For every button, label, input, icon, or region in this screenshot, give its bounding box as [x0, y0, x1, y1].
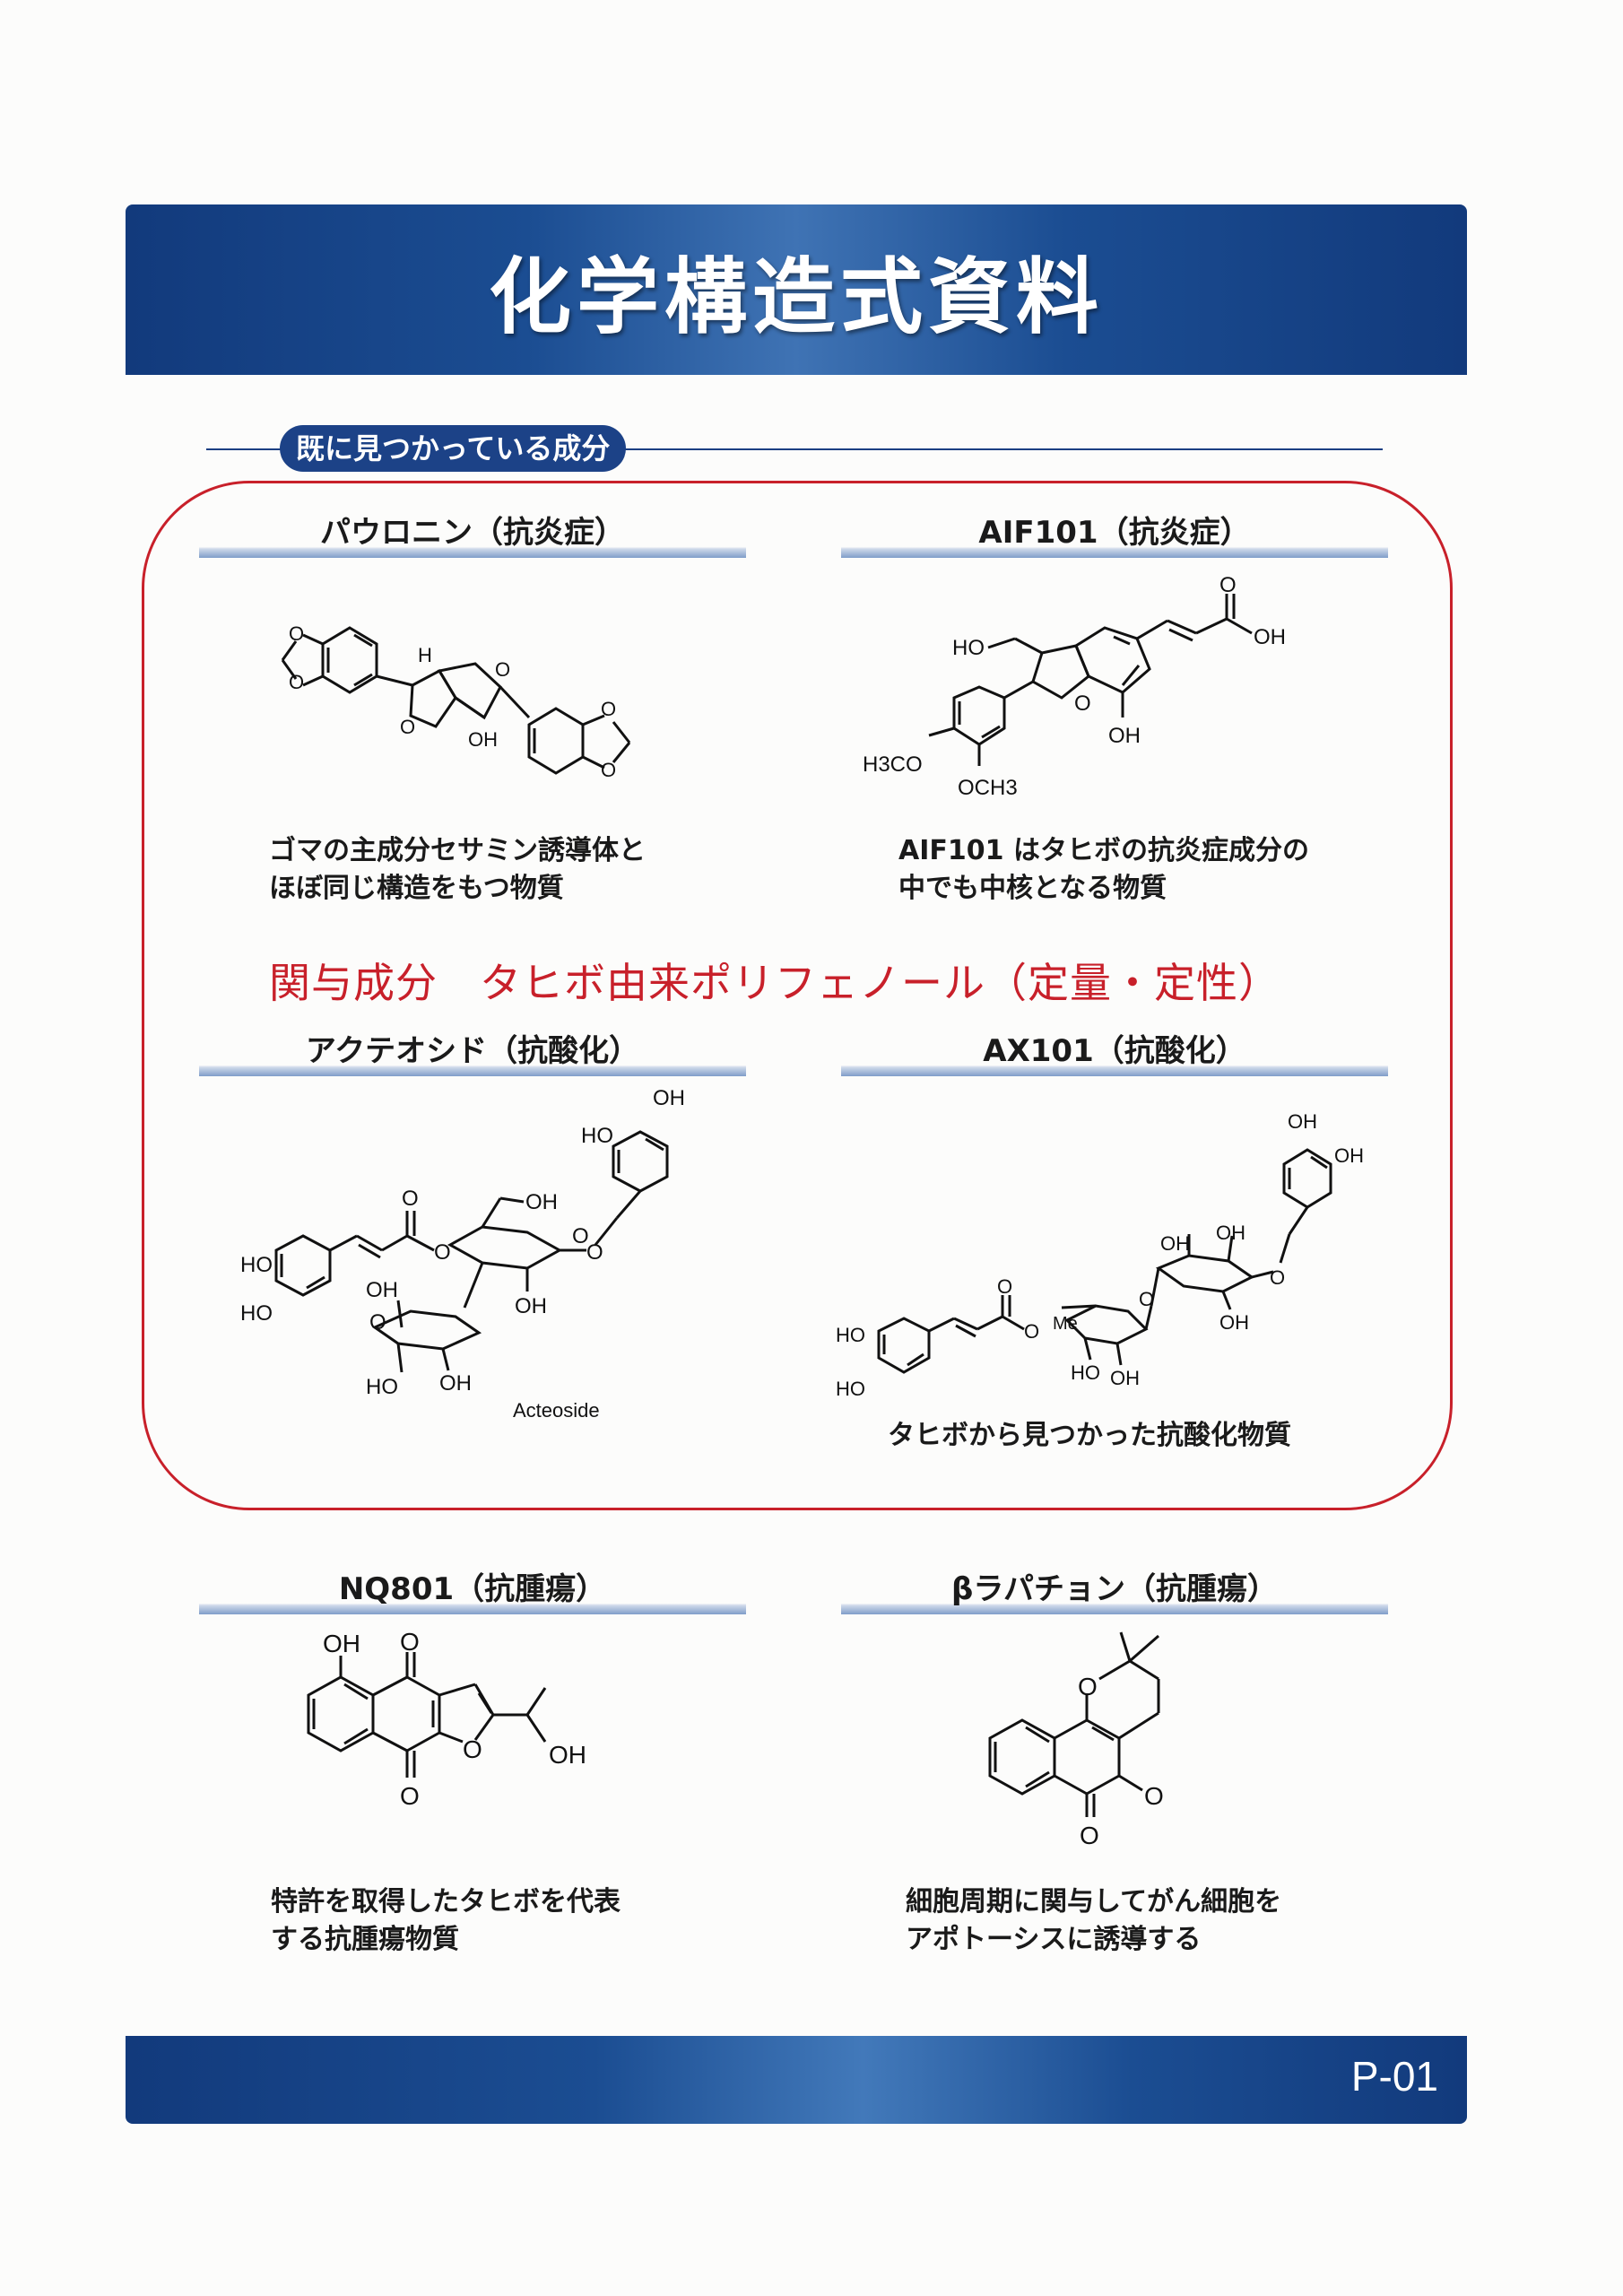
atom-o: O: [402, 1187, 419, 1211]
heading-beta-lapachone: βラパチョン（抗腫瘍）: [841, 1564, 1388, 1614]
atom-ho: HO: [240, 1253, 273, 1277]
atom-oh: OH: [468, 728, 498, 751]
known-components-frame: [142, 481, 1453, 1510]
atom-o: O: [1219, 573, 1237, 597]
atom-o: O: [400, 1628, 420, 1656]
title-banner: 化学構造式資料: [126, 204, 1467, 375]
atom-ho: HO: [366, 1375, 398, 1399]
atom-ho: HO: [581, 1124, 613, 1148]
atom-o: O: [400, 716, 415, 738]
section-rule: [206, 448, 1383, 450]
atom-oh: OH: [1110, 1367, 1140, 1389]
footer-bar: P-01: [126, 2036, 1467, 2124]
description-paulownin: ゴマの主成分セサミン誘導体と ほぼ同じ構造をもつ物質: [269, 835, 646, 904]
atom-oh: OH: [525, 1190, 558, 1214]
atom-o: O: [463, 1735, 482, 1763]
atom-oh: OH: [1288, 1110, 1317, 1133]
atom-oh: OH: [1160, 1232, 1190, 1255]
atom-oh: OH: [1219, 1311, 1249, 1334]
aif101-structure: HO O O OH OH H3CO OCH3: [854, 573, 1356, 820]
page-number: P-01: [1350, 2053, 1438, 2100]
page-title: 化学構造式資料: [488, 248, 1104, 345]
description-nq801: 特許を取得したタヒボを代表 する抗腫瘍物質: [271, 1886, 621, 1955]
description-aif101: AIF101 はタヒボの抗炎症成分の 中でも中核となる物質: [898, 835, 1309, 904]
atom-o: O: [572, 1224, 589, 1248]
atom-oh: OH: [1108, 724, 1141, 748]
atom-och3: OCH3: [958, 776, 1018, 800]
atom-o: O: [1074, 691, 1091, 716]
atom-o: O: [586, 1240, 603, 1265]
atom-o: O: [1024, 1320, 1039, 1343]
atom-oh: OH: [1334, 1144, 1364, 1167]
atom-o: O: [1144, 1782, 1164, 1810]
beta-lapachone-structure: O O O: [968, 1614, 1291, 1887]
heading-paulownin: パウロニン（抗炎症）: [199, 508, 746, 558]
atom-oh: OH: [1216, 1222, 1245, 1244]
section-label: 既に見つかっている成分: [280, 425, 627, 472]
paulownin-structure: O O H O O OH O O: [260, 592, 690, 811]
atom-oh: OH: [549, 1741, 586, 1769]
atom-oh: OH: [1254, 625, 1286, 649]
atom-h: H: [418, 644, 432, 666]
nq801-structure: OH O O O OH: [287, 1628, 664, 1869]
atom-o: O: [1080, 1822, 1099, 1849]
heading-nq801: NQ801（抗腫瘍）: [199, 1564, 746, 1614]
heading-ax101: AX101（抗酸化）: [841, 1026, 1388, 1076]
atom-ho: HO: [836, 1324, 865, 1346]
atom-o: O: [1270, 1266, 1285, 1289]
atom-o: O: [289, 622, 304, 645]
atom-oh: OH: [515, 1294, 547, 1318]
description-ax101: タヒボから見つかった抗酸化物質: [888, 1420, 1291, 1451]
atom-o: O: [495, 658, 510, 681]
description-beta-lapachone: 細胞周期に関与してがん細胞を アポトーシスに誘導する: [906, 1886, 1282, 1955]
related-components-line: 関与成分 タヒボ由来ポリフェノール（定量・定性）: [269, 959, 1280, 1007]
atom-o: O: [997, 1275, 1012, 1298]
atom-ho: HO: [836, 1378, 865, 1400]
atom-o: O: [369, 1310, 386, 1335]
atom-me: Me: [1053, 1314, 1078, 1334]
atom-oh: OH: [366, 1278, 398, 1302]
atom-o: O: [601, 698, 616, 720]
atom-h3co: H3CO: [863, 752, 923, 777]
atom-o: O: [1078, 1673, 1098, 1700]
atom-oh: OH: [323, 1630, 360, 1657]
acteoside-caption: Acteoside: [513, 1399, 600, 1422]
atom-o: O: [289, 671, 304, 693]
atom-oh: OH: [439, 1371, 472, 1396]
ax101-structure: HO HO O O Me HO OH O OH OH OH O OH OH: [832, 1100, 1388, 1408]
atom-ho: HO: [1071, 1361, 1100, 1384]
atom-o: O: [400, 1782, 420, 1810]
heading-acteoside: アクテオシド（抗酸化）: [199, 1026, 746, 1076]
heading-aif101: AIF101（抗炎症）: [841, 508, 1388, 558]
atom-ho: HO: [952, 636, 985, 660]
atom-o: O: [1139, 1288, 1154, 1310]
atom-o: O: [601, 759, 616, 781]
atom-ho: HO: [240, 1301, 273, 1326]
atom-o: O: [434, 1240, 451, 1265]
atom-oh: OH: [653, 1086, 685, 1110]
acteoside-structure: HO HO O O OH O O OH OH HO O OH HO OH Act…: [231, 1086, 733, 1437]
